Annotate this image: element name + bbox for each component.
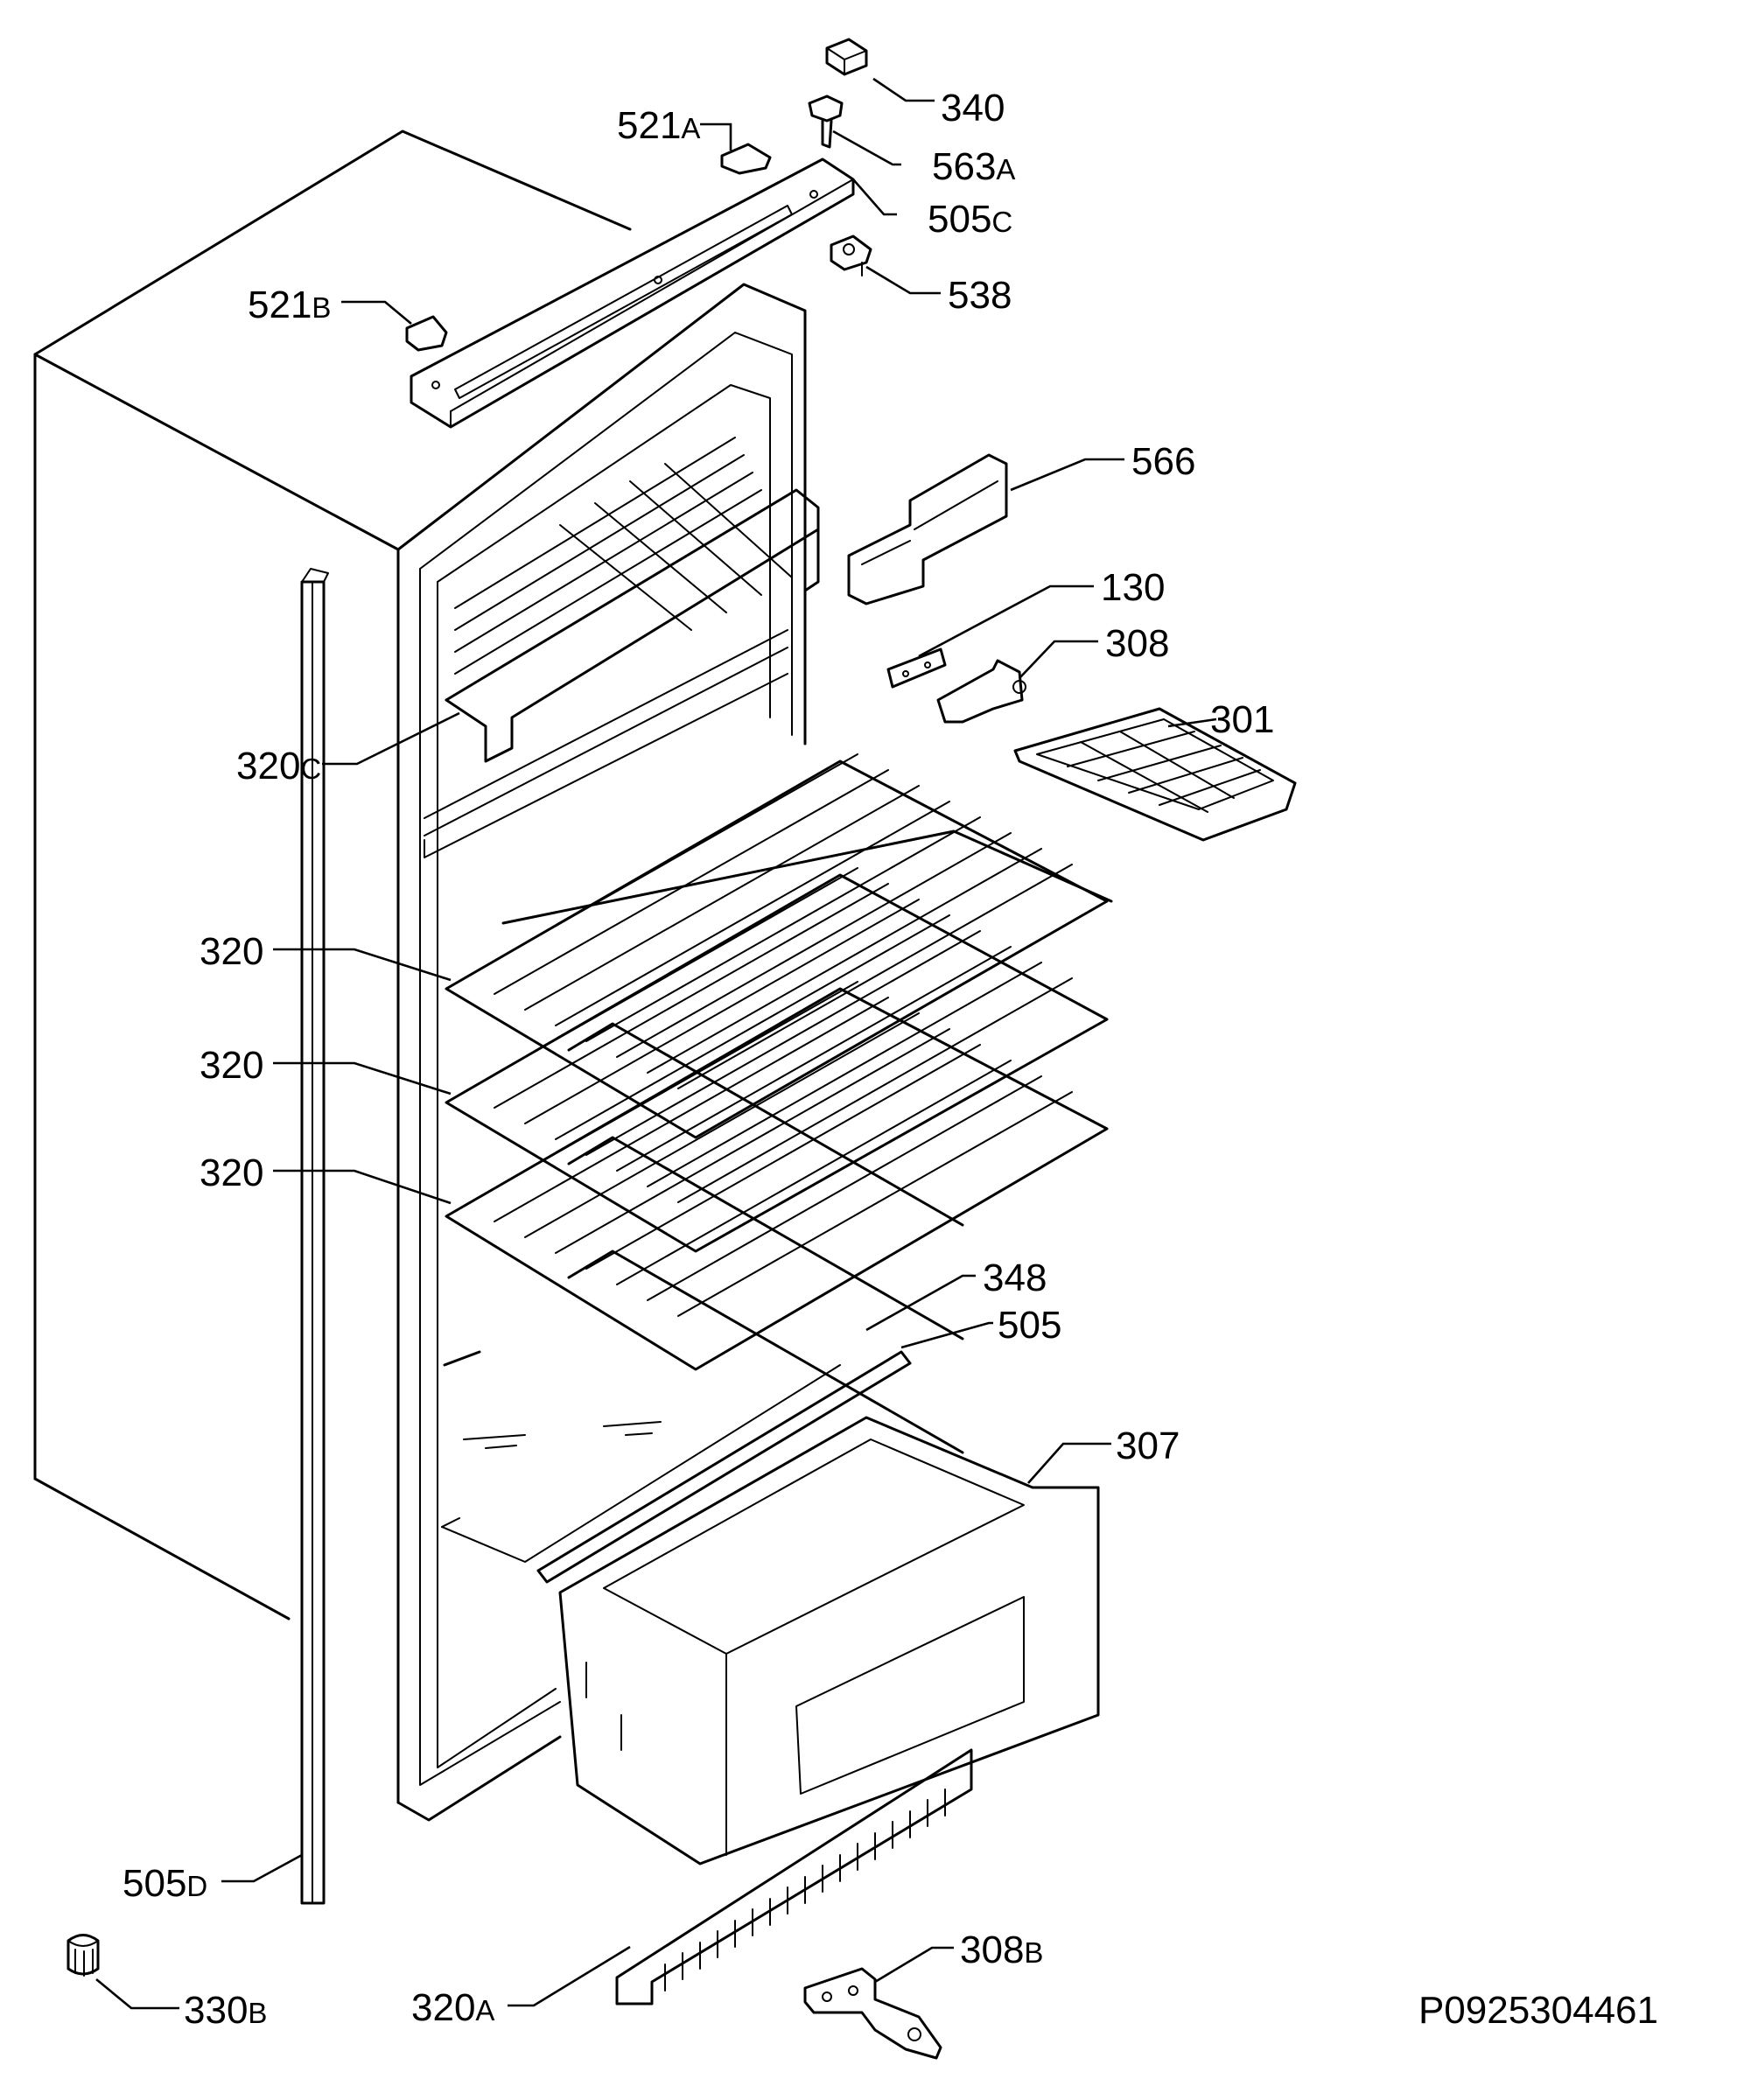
wire-shelf-1 xyxy=(445,753,1113,1227)
wire-shelf-2 xyxy=(445,867,1109,1340)
label-566: 566 xyxy=(1131,440,1195,483)
label-307: 307 xyxy=(1116,1424,1180,1467)
label-505: 505 xyxy=(998,1304,1061,1347)
hinge-pin xyxy=(808,94,844,149)
bottom-grille xyxy=(615,1748,973,2006)
freezer-shelf xyxy=(445,437,820,763)
label-130: 130 xyxy=(1101,566,1165,609)
label-320c: 320C xyxy=(236,745,321,788)
label-340: 340 xyxy=(941,87,1005,130)
label-521a: 521A xyxy=(617,104,700,147)
label-301: 301 xyxy=(1210,698,1274,741)
vegetable-drawer xyxy=(558,1416,1100,1866)
hinge-cap-b xyxy=(405,315,448,352)
label-348: 348 xyxy=(983,1256,1047,1299)
door-gasket xyxy=(300,568,329,1905)
hinge-cap-a xyxy=(720,143,772,175)
leader-lines xyxy=(95,77,1217,2010)
label-320a: 320A xyxy=(411,1986,494,2029)
label-505d: 505D xyxy=(123,1862,207,1905)
label-521b: 521B xyxy=(248,284,331,326)
label-505c: 505C xyxy=(928,198,1012,241)
bottom-hinge xyxy=(803,1967,942,2060)
freezer-flap xyxy=(847,453,1008,606)
leveling-foot xyxy=(67,1934,100,1977)
ice-cube-tray xyxy=(1013,707,1297,842)
refrigerator-cabinet xyxy=(33,130,841,1822)
hinge-bushing xyxy=(830,234,872,276)
glass-shelf-trim xyxy=(536,1350,912,1584)
label-320-shelf-3: 320 xyxy=(200,1152,263,1194)
label-563a: 563A xyxy=(932,145,1015,188)
hinge-bracket xyxy=(936,659,1026,724)
label-308: 308 xyxy=(1105,622,1169,665)
drawing-id: P0925304461 xyxy=(1418,1989,1658,2032)
label-330b: 330B xyxy=(184,1989,267,2032)
label-320-shelf-2: 320 xyxy=(200,1044,263,1087)
hinge-plate xyxy=(886,648,947,689)
top-hinge-cover xyxy=(410,158,855,429)
part-labels: 340 521A 563A 505C 538 521B 566 130 308 … xyxy=(123,87,1658,2032)
label-320-shelf-1: 320 xyxy=(200,930,263,973)
label-308b: 308B xyxy=(960,1928,1043,1971)
label-538: 538 xyxy=(948,274,1012,317)
cover-plug xyxy=(825,38,868,76)
wire-shelf-3 xyxy=(445,981,1109,1454)
